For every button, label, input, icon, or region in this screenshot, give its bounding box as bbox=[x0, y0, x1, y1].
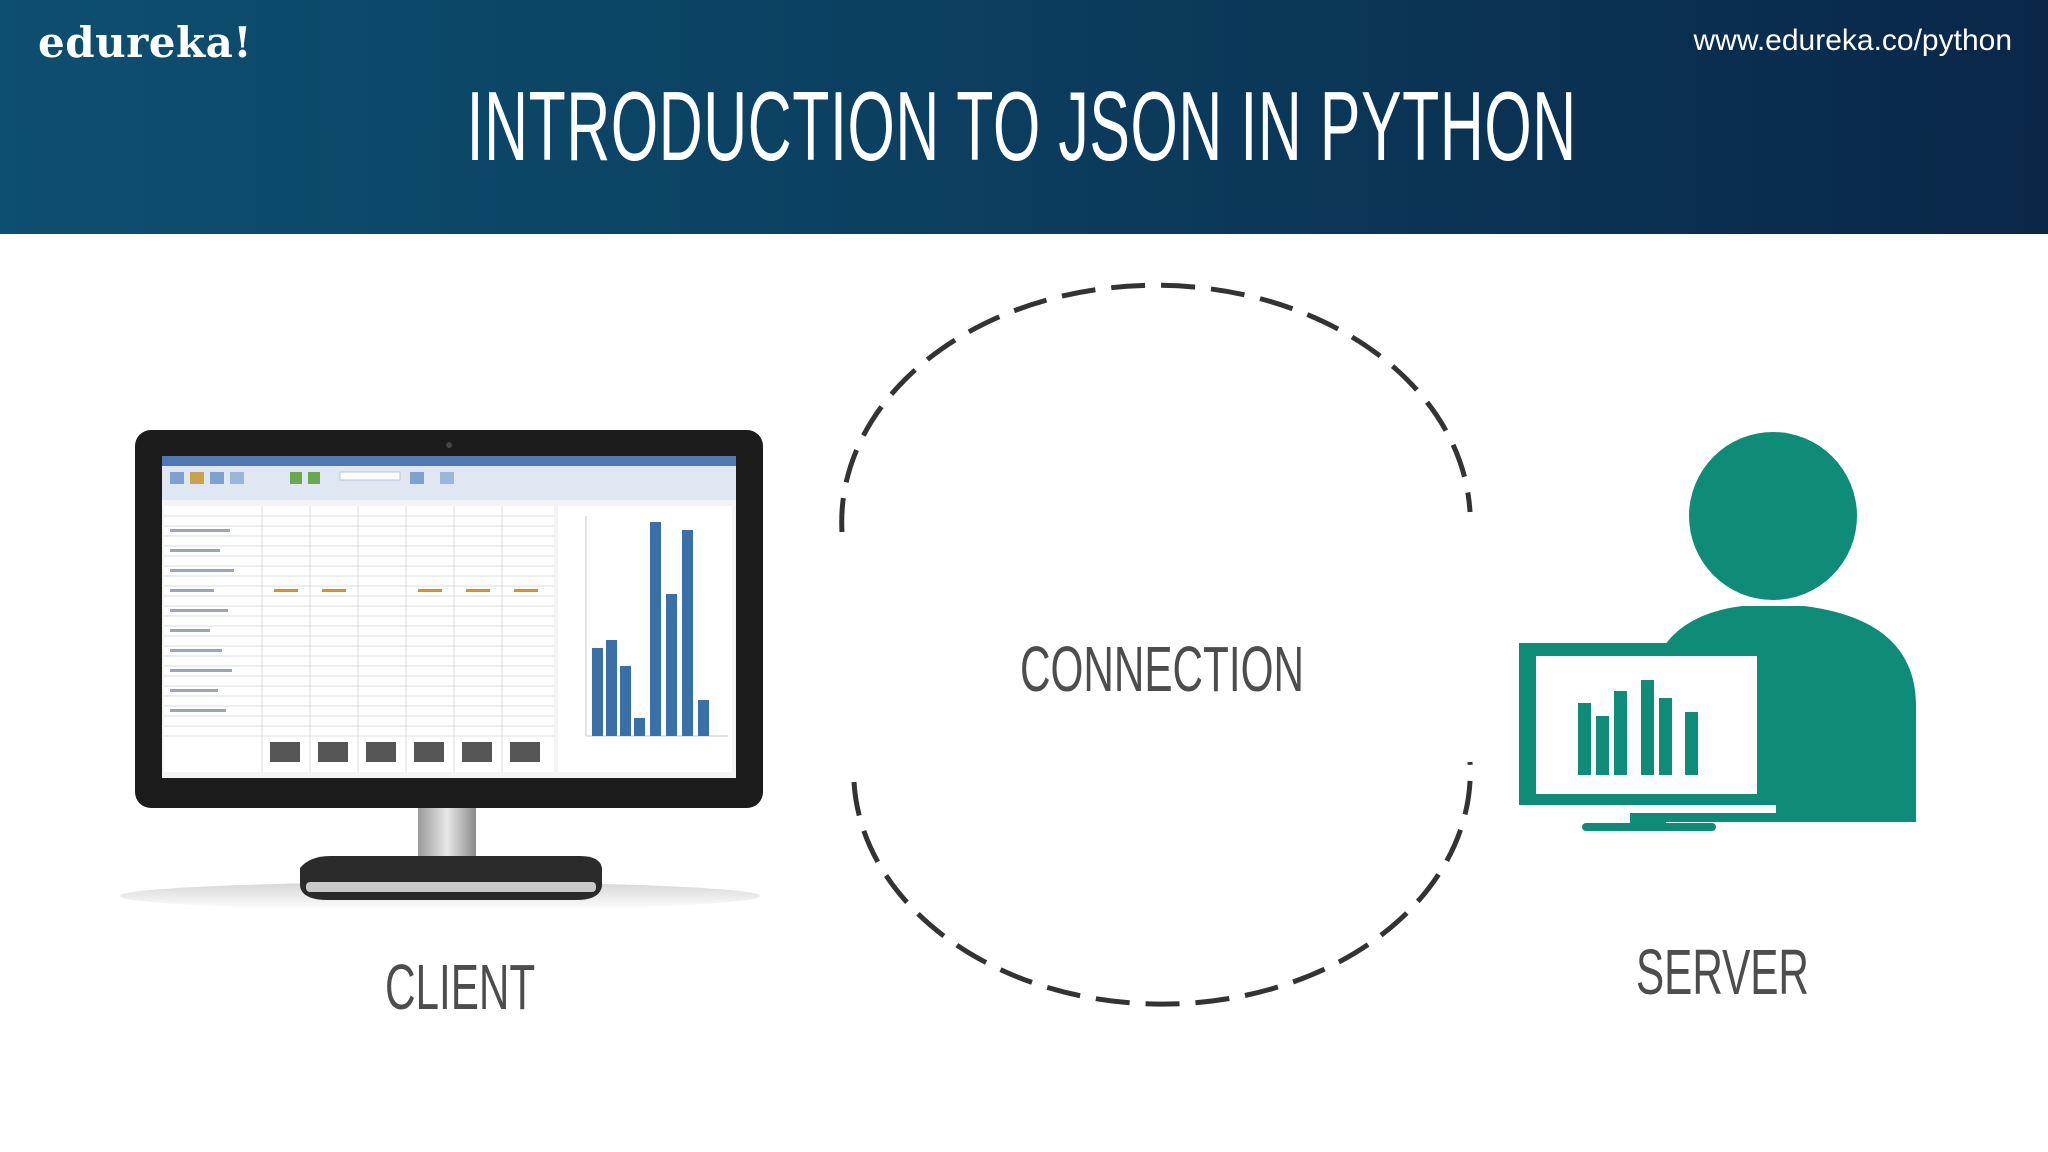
edureka-logo: edureka! bbox=[38, 18, 253, 67]
server-bar-chart-icon bbox=[1578, 680, 1698, 775]
connection-ellipse bbox=[839, 282, 1473, 1007]
client-monitor-icon bbox=[120, 430, 763, 910]
server-label: SERVER bbox=[1636, 936, 1809, 1008]
slide-title: INTRODUCTION TO JSON IN PYTHON bbox=[466, 71, 1577, 181]
website-url: www.edureka.co/python bbox=[1693, 24, 2012, 57]
header-banner: edureka! www.edureka.co/python INTRODUCT… bbox=[0, 0, 2048, 234]
screen-bar-chart-icon bbox=[592, 522, 709, 736]
connection-label: CONNECTION bbox=[1020, 633, 1304, 705]
server-user-icon bbox=[1519, 432, 1916, 831]
client-label: CLIENT bbox=[385, 951, 536, 1023]
